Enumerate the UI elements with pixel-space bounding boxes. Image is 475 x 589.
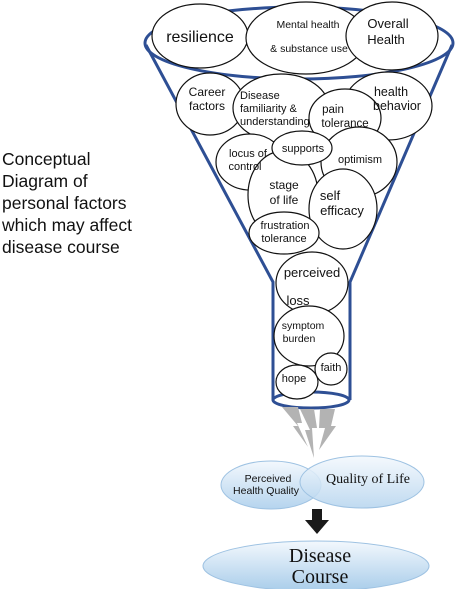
bubble-supports bbox=[271, 130, 333, 166]
quality-of-life-ellipse bbox=[299, 455, 425, 509]
label-perceived-outcome: Perceived bbox=[245, 473, 292, 485]
label-health-behavior-2: behavior bbox=[373, 99, 421, 113]
caption-line: Diagram of bbox=[2, 171, 88, 191]
label-burden: burden bbox=[283, 333, 316, 345]
label-overall: Overall bbox=[367, 16, 408, 31]
label-locus: locus of bbox=[229, 148, 268, 160]
bubble-self-efficacy bbox=[308, 168, 378, 250]
label-optimism: optimism bbox=[338, 154, 382, 166]
bubble-overall-health bbox=[345, 1, 439, 71]
lightning-arrow-left bbox=[282, 407, 308, 447]
label-efficacy: efficacy bbox=[320, 203, 364, 218]
label-self: self bbox=[320, 188, 341, 203]
label-quality-of-life: Quality of Life bbox=[326, 472, 410, 487]
factor-labels: resilience Mental health & substance use… bbox=[166, 16, 421, 385]
label-health: Health bbox=[367, 32, 405, 47]
lightning-arrow-center bbox=[300, 409, 317, 458]
disease-course-ellipse bbox=[202, 540, 430, 589]
lightning-arrows bbox=[282, 407, 336, 458]
label-mental-health: Mental health bbox=[276, 19, 339, 31]
label-frustration: frustration bbox=[261, 220, 310, 232]
label-health-quality: Health Quality bbox=[233, 485, 300, 497]
label-course: Course bbox=[292, 566, 349, 588]
label-disease: Disease bbox=[240, 90, 280, 102]
label-health-behavior-1: health bbox=[374, 85, 408, 99]
label-career: Career bbox=[189, 85, 226, 99]
caption-line: personal factors bbox=[2, 193, 127, 213]
label-pain: pain bbox=[322, 104, 344, 116]
outcomes: Perceived Health Quality Quality of Life… bbox=[202, 455, 430, 589]
label-pain-tolerance: tolerance bbox=[321, 118, 368, 130]
bubble-frustration-tolerance bbox=[248, 211, 320, 255]
label-perceived: perceived bbox=[284, 265, 340, 280]
label-faith: faith bbox=[321, 362, 342, 374]
label-loss: loss bbox=[286, 293, 310, 308]
label-supports: supports bbox=[282, 143, 325, 155]
label-of-life: of life bbox=[270, 193, 299, 207]
caption-line: which may affect bbox=[2, 215, 133, 235]
label-hope: hope bbox=[282, 373, 306, 385]
down-arrow bbox=[305, 509, 329, 534]
label-control: control bbox=[228, 161, 261, 173]
caption-line: Conceptual bbox=[2, 149, 91, 169]
caption: Conceptual Diagram of personal factors w… bbox=[2, 148, 142, 258]
bubble-hope bbox=[275, 364, 319, 400]
label-factors: factors bbox=[189, 99, 225, 113]
caption-line: disease course bbox=[2, 237, 120, 257]
label-resilience: resilience bbox=[166, 29, 234, 46]
label-frustration-tolerance: tolerance bbox=[261, 233, 306, 245]
bubble-faith bbox=[314, 352, 348, 386]
label-understanding: understanding bbox=[240, 116, 310, 128]
factor-bubbles bbox=[151, 1, 439, 400]
label-stage: stage bbox=[269, 178, 299, 192]
label-symptom: symptom bbox=[282, 320, 325, 332]
bubble-symptom-burden bbox=[273, 305, 345, 367]
label-disease: Disease bbox=[289, 545, 351, 567]
label-substance-use: & substance use bbox=[270, 43, 348, 55]
label-familiarity: familiarity & bbox=[240, 103, 298, 115]
lightning-arrow-right bbox=[319, 409, 336, 450]
